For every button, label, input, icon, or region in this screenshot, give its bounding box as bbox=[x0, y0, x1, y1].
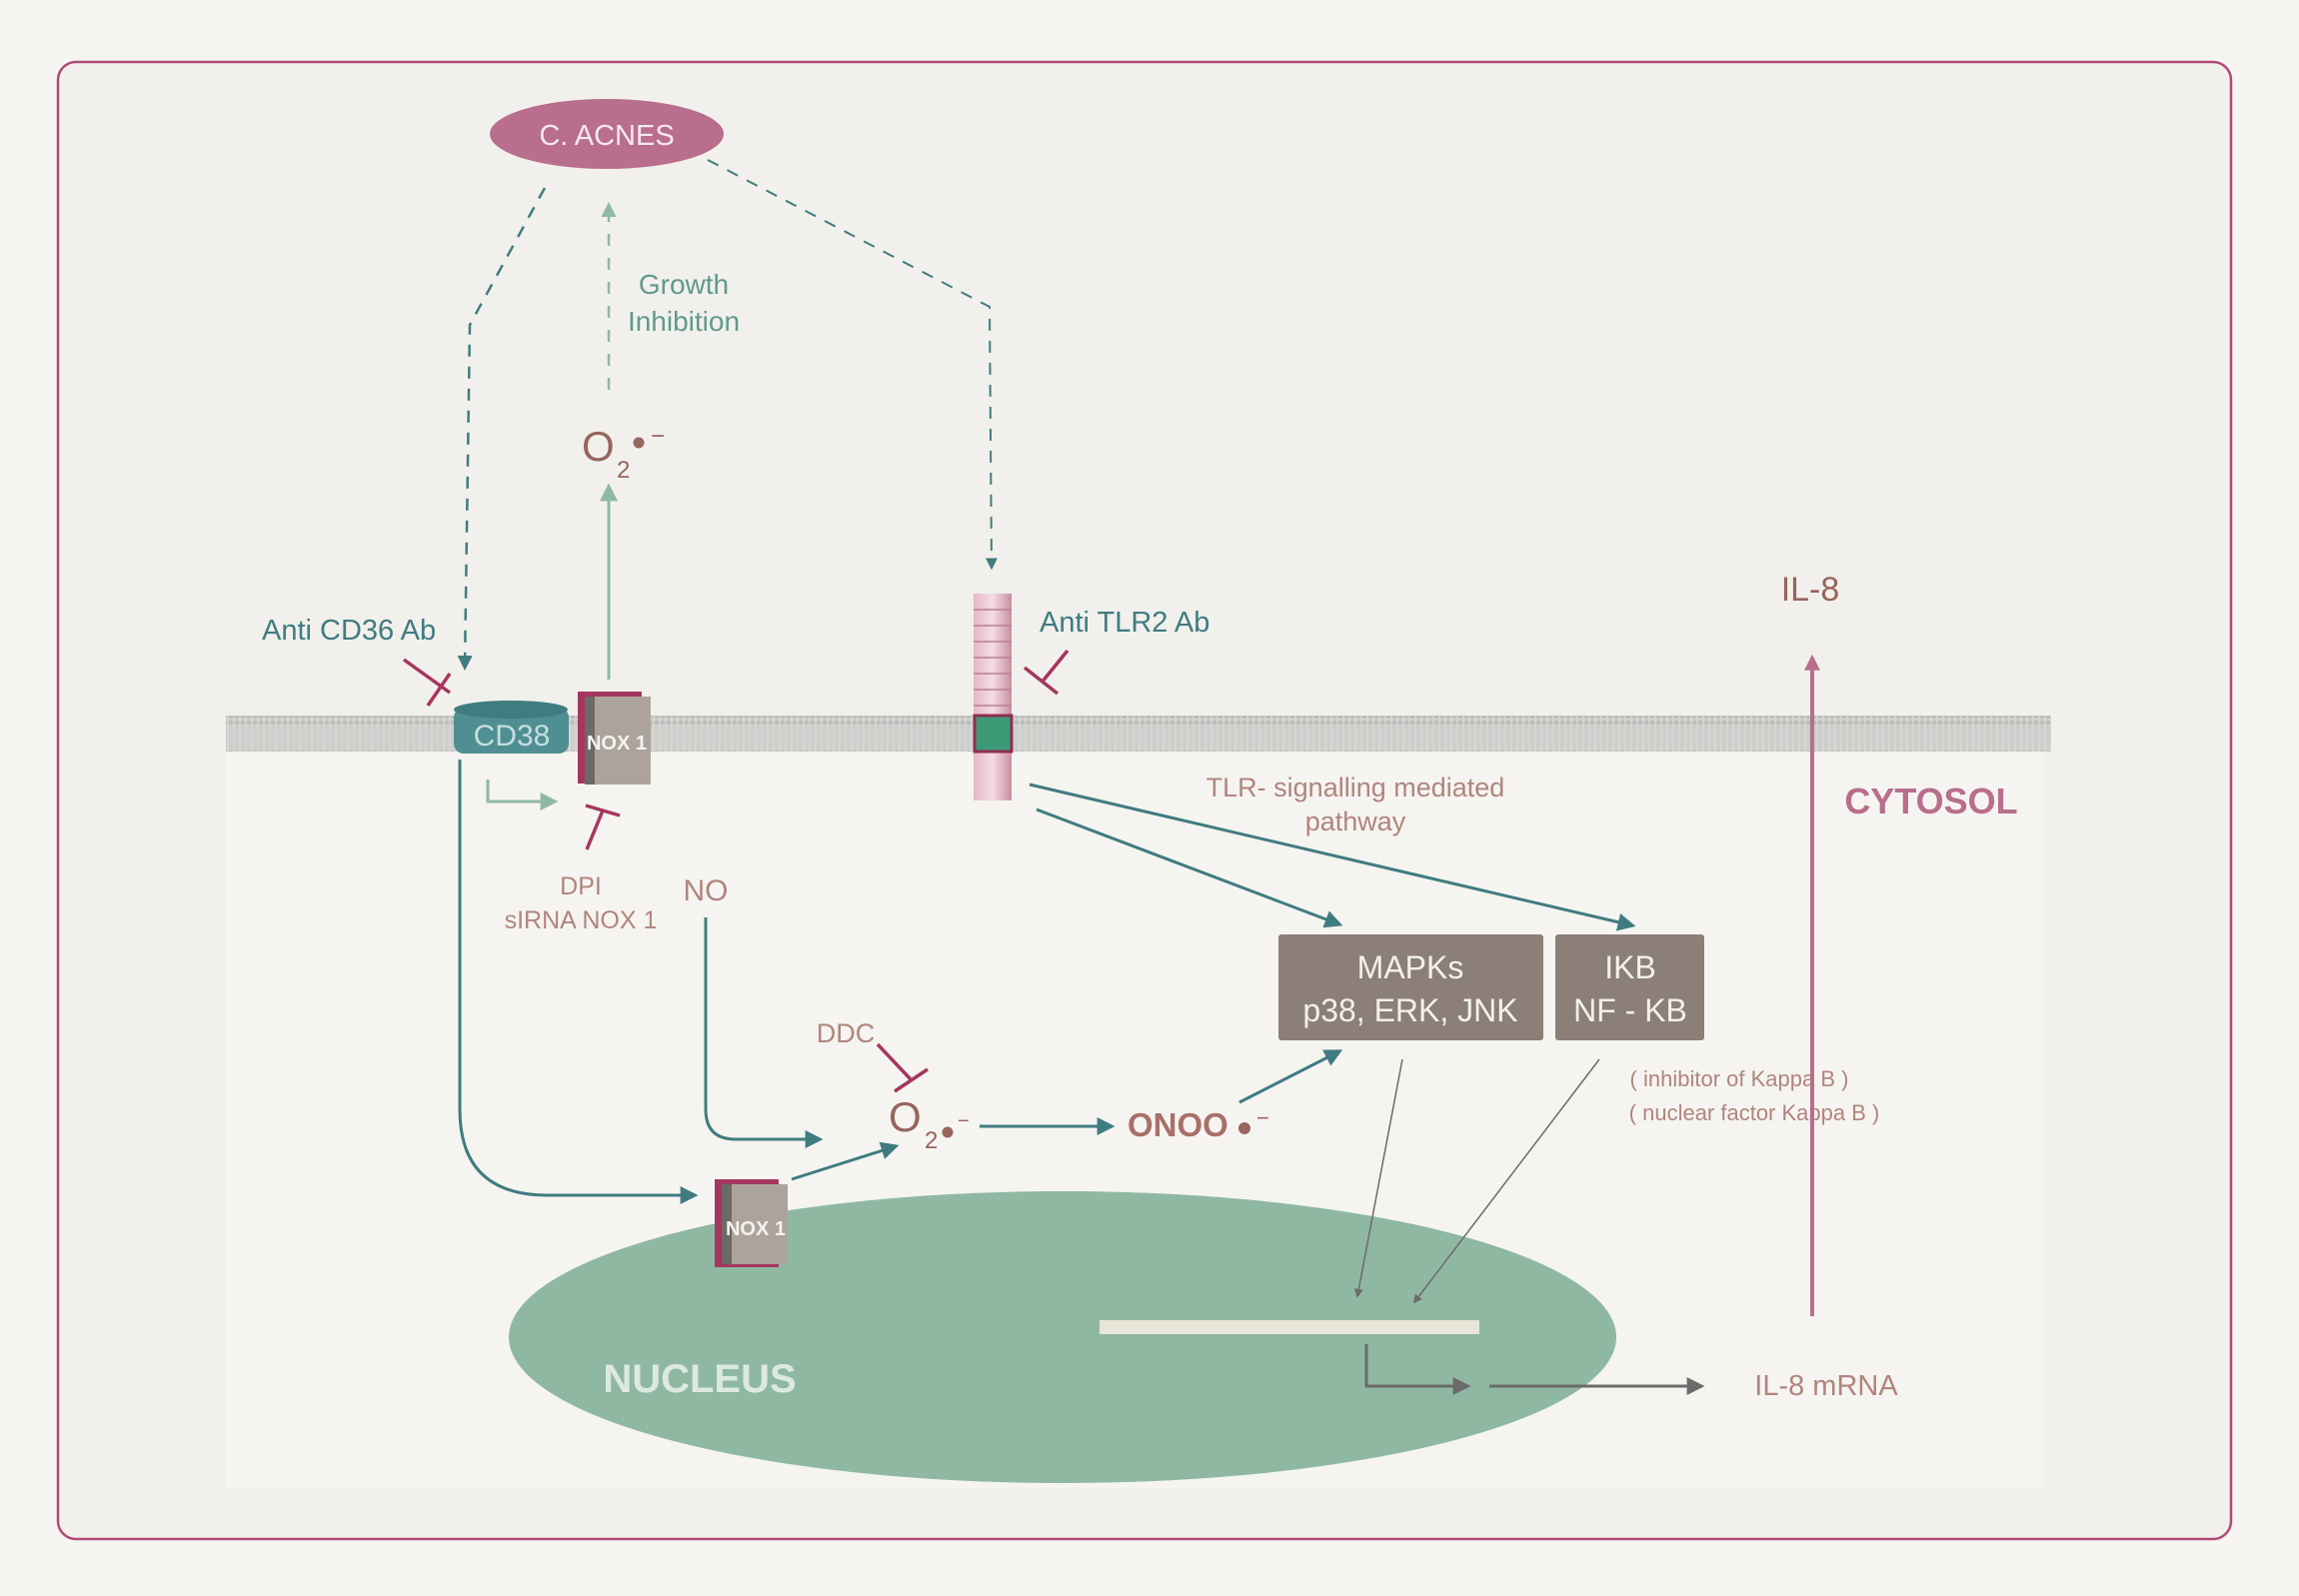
svg-text:2: 2 bbox=[925, 1127, 938, 1154]
ikb-label-1: IKB bbox=[1604, 949, 1656, 985]
transcription-arrow bbox=[1364, 1344, 1471, 1395]
sirna-label: sIRNA NOX 1 bbox=[505, 906, 658, 934]
c-acnes-node bbox=[490, 99, 724, 169]
gene-bar bbox=[1100, 1320, 1479, 1334]
tlr-pathway-label-1: TLR- signalling mediated bbox=[1206, 773, 1505, 802]
ddc-label: DDC bbox=[817, 1018, 876, 1048]
peroxynitrite: ONOO − bbox=[1128, 1105, 1269, 1143]
cd38-receptor: CD38 bbox=[454, 701, 569, 754]
arrow-no-o2 bbox=[704, 917, 824, 1148]
radical-dot bbox=[1238, 1122, 1250, 1134]
dpi-label: DPI bbox=[560, 872, 602, 900]
dashed-arrow-cacnes-cd38 bbox=[457, 187, 547, 671]
nucleus-label: NUCLEUS bbox=[603, 1357, 796, 1401]
anti-tlr2-label: Anti TLR2 Ab bbox=[1040, 607, 1209, 639]
svg-text:O: O bbox=[889, 1093, 922, 1140]
svg-text:−: − bbox=[651, 423, 665, 450]
nox1-channel-membrane: NOX 1 bbox=[578, 692, 651, 785]
nox1-label-membrane: NOX 1 bbox=[587, 733, 647, 755]
arrow-tlr2-ikb bbox=[1029, 783, 1636, 931]
mapks-label-2: p38, ERK, JNK bbox=[1302, 992, 1517, 1028]
growth-inhibition-label-1: Growth bbox=[639, 269, 729, 300]
cytosol-label: CYTOSOL bbox=[1844, 781, 2017, 821]
arrow-mapks-gene bbox=[1353, 1058, 1403, 1298]
arrow-cd38-nox1 bbox=[486, 780, 559, 810]
tlr-pathway-label-2: pathway bbox=[1305, 806, 1406, 836]
superoxide-top: O 2 − bbox=[582, 423, 665, 484]
inhibition-bar-dpi bbox=[585, 803, 621, 850]
arrow-tlr2-mapks bbox=[1036, 807, 1343, 928]
ikb-note-2: ( nuclear factor Kappa B ) bbox=[1629, 1100, 1880, 1125]
c-acnes-label: C. ACNES bbox=[539, 120, 674, 152]
nox1-label-nucleus: NOX 1 bbox=[726, 1218, 786, 1240]
no-label: NO bbox=[684, 874, 729, 907]
il8-label: IL-8 bbox=[1781, 571, 1840, 609]
ikb-note-1: ( inhibitor of Kappa B ) bbox=[1630, 1066, 1849, 1091]
svg-text:ONOO: ONOO bbox=[1128, 1106, 1228, 1143]
inhibition-bar-ddc bbox=[876, 1042, 929, 1093]
mapks-box: MAPKs p38, ERK, JNK bbox=[1278, 934, 1543, 1040]
arrow-ikb-gene bbox=[1412, 1058, 1600, 1304]
anti-cd36-label: Anti CD36 Ab bbox=[262, 615, 436, 647]
ikb-label-2: NF - KB bbox=[1573, 992, 1687, 1028]
radical-dot bbox=[942, 1126, 954, 1138]
superoxide-bottom: O 2 − bbox=[889, 1093, 970, 1154]
dashed-arrow-cacnes-tlr2 bbox=[707, 159, 998, 571]
ikb-box: IKB NF - KB bbox=[1555, 934, 1704, 1040]
arrow-onoo-mapks bbox=[1238, 1049, 1343, 1104]
svg-text:−: − bbox=[1256, 1105, 1269, 1130]
il8-mrna-label: IL-8 mRNA bbox=[1754, 1370, 1898, 1402]
nox1-channel-nucleus: NOX 1 bbox=[715, 1179, 788, 1267]
mapks-label-1: MAPKs bbox=[1357, 949, 1464, 985]
svg-text:2: 2 bbox=[617, 457, 630, 484]
growth-inhibition-label-2: Inhibition bbox=[628, 306, 740, 337]
tlr2-receptor bbox=[973, 594, 1014, 800]
nucleus bbox=[509, 1191, 1616, 1483]
inhibition-bar-cd36 bbox=[402, 658, 452, 707]
svg-text:−: − bbox=[958, 1110, 970, 1132]
svg-text:O: O bbox=[582, 423, 615, 470]
arrow-cd38-lower-nox1 bbox=[458, 760, 699, 1204]
radical-dot bbox=[633, 437, 645, 449]
inhibition-bar-tlr2 bbox=[1023, 649, 1070, 696]
cd38-label: CD38 bbox=[474, 720, 551, 753]
arrow-lower-nox1-o2 bbox=[791, 1141, 900, 1181]
